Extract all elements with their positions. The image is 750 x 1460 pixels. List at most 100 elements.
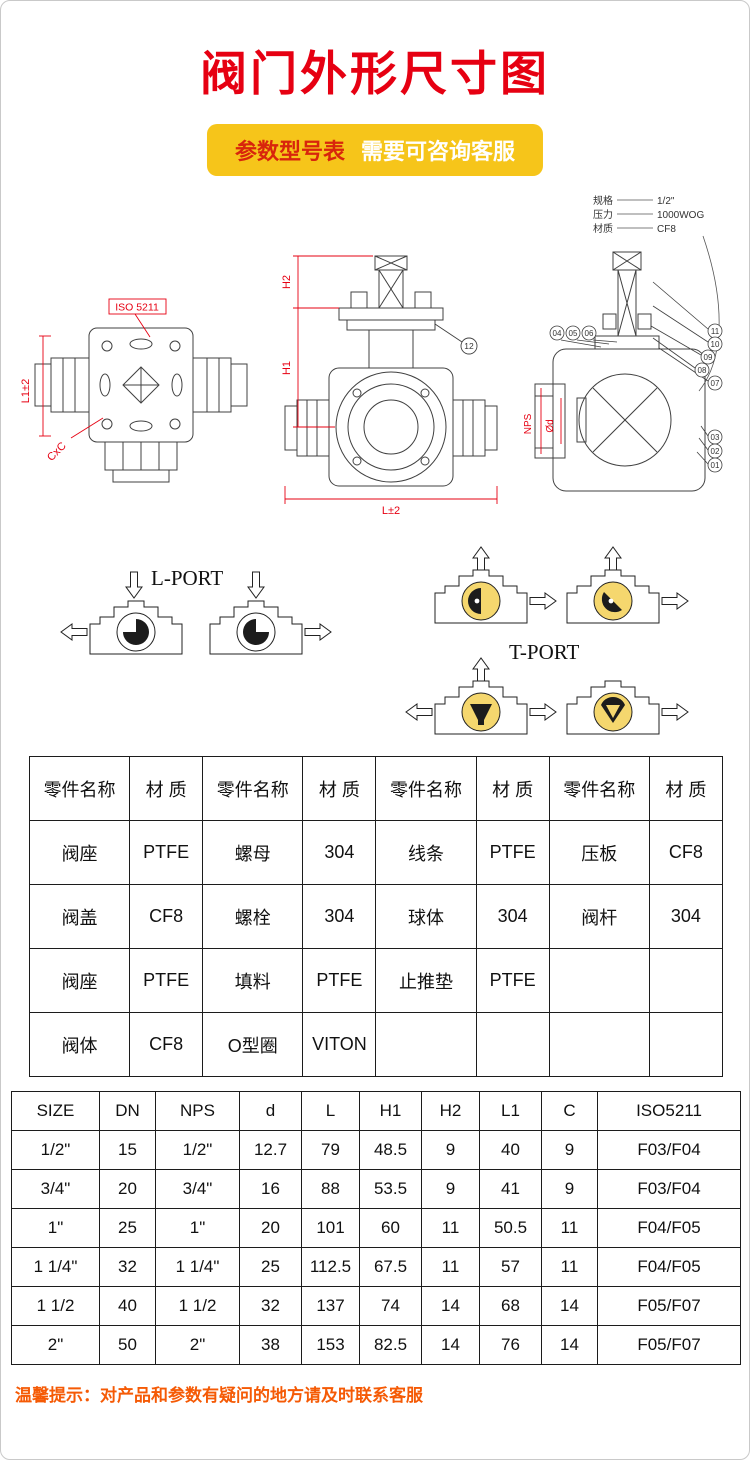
table-cell: 88 xyxy=(301,1169,360,1209)
balloon-11: 11 xyxy=(711,327,720,336)
t-port-label: T-PORT xyxy=(509,640,579,664)
table-cell xyxy=(375,1012,477,1077)
table-cell: 球体 xyxy=(375,884,477,949)
side-view-drawing xyxy=(284,255,498,487)
t-port-valve-2 xyxy=(566,569,660,624)
table-cell: 16 xyxy=(239,1169,302,1209)
table-cell: 3/4" xyxy=(155,1169,240,1209)
table-cell: 32 xyxy=(239,1286,302,1326)
table-cell: 1 1/4" xyxy=(155,1247,240,1287)
column-header: L xyxy=(301,1091,360,1131)
table-cell: 40 xyxy=(479,1130,542,1170)
column-header: d xyxy=(239,1091,302,1131)
footer-tip: 温馨提示：对产品和参数有疑问的地方请及时联系客服 xyxy=(15,1386,423,1405)
port-diagrams: L-PORT xyxy=(60,546,689,735)
table-cell: 101 xyxy=(301,1208,360,1248)
table-cell: 1/2" xyxy=(11,1130,100,1170)
table-cell: 螺母 xyxy=(202,820,304,885)
column-header: NPS xyxy=(155,1091,240,1131)
flow-arrow-down-icon xyxy=(247,571,265,599)
table-cell: 止推垫 xyxy=(375,948,477,1013)
spec-label-material: 材质 xyxy=(593,222,613,235)
table-cell: 53.5 xyxy=(359,1169,422,1209)
flow-arrow-right-icon xyxy=(661,703,689,721)
table-cell: 14 xyxy=(541,1286,598,1326)
table-cell: 57 xyxy=(479,1247,542,1287)
table-cell: 137 xyxy=(301,1286,360,1326)
table-cell: 1 1/2 xyxy=(155,1286,240,1326)
balloon-08: 08 xyxy=(698,366,707,375)
column-header: ISO5211 xyxy=(597,1091,741,1131)
table-cell: 112.5 xyxy=(301,1247,360,1287)
table-cell: PTFE xyxy=(302,948,377,1013)
table-cell: F05/F07 xyxy=(597,1286,741,1326)
header-row: 零件名称材 质零件名称材 质零件名称材 质零件名称材 质 xyxy=(28,756,724,821)
table-cell: 79 xyxy=(301,1130,360,1170)
dim-d-label: Ød xyxy=(545,419,556,432)
table-cell: 67.5 xyxy=(359,1247,422,1287)
table-cell: 41 xyxy=(479,1169,542,1209)
t-port-diagram: T-PORT xyxy=(405,546,689,735)
table-cell: 阀座 xyxy=(28,820,131,885)
column-header: 零件名称 xyxy=(548,756,650,821)
table-cell: 153 xyxy=(301,1325,360,1365)
section-view-drawing xyxy=(534,251,706,492)
table-cell: 25 xyxy=(99,1208,156,1248)
table-cell: 20 xyxy=(99,1169,156,1209)
table-cell: 阀座 xyxy=(28,948,131,1013)
table-cell: 304 xyxy=(648,884,724,949)
table-cell: 14 xyxy=(421,1286,480,1326)
flow-arrow-right-icon xyxy=(529,703,557,721)
iso5211-label: ISO 5211 xyxy=(115,302,159,314)
table-cell: 阀盖 xyxy=(28,884,131,949)
table-cell xyxy=(648,948,724,1013)
table-cell: 25 xyxy=(239,1247,302,1287)
valve-drawings: ISO 5211 L1±2 CxC xyxy=(20,194,723,517)
dim-nps-label: NPS xyxy=(523,413,534,434)
flow-arrow-up-icon xyxy=(604,546,622,574)
table-cell: 1 1/2 xyxy=(11,1286,100,1326)
balloon-01: 01 xyxy=(711,461,720,470)
page-title: 阀门外形尺寸图 xyxy=(200,47,550,100)
table-cell: 12.7 xyxy=(239,1130,302,1170)
side-view-dimensions: H2 H1 L±2 xyxy=(281,255,498,517)
table-cell: 76 xyxy=(479,1325,542,1365)
table-cell: 1" xyxy=(155,1208,240,1248)
column-header: H2 xyxy=(421,1091,480,1131)
table-cell: 304 xyxy=(302,884,377,949)
table-cell xyxy=(548,948,650,1013)
column-header: 材 质 xyxy=(302,756,377,821)
table-cell: 9 xyxy=(541,1169,598,1209)
spec-value-material: CF8 xyxy=(657,224,676,235)
table-cell: CF8 xyxy=(129,1012,204,1077)
balloon-02: 02 xyxy=(711,447,720,456)
table-cell xyxy=(648,1012,724,1077)
l-port-valve-2 xyxy=(209,600,303,655)
front-view-drawing xyxy=(34,327,248,483)
flow-arrow-right-icon xyxy=(661,592,689,610)
balloon-09: 09 xyxy=(704,353,713,362)
column-header: 零件名称 xyxy=(28,756,131,821)
table-cell: 60 xyxy=(359,1208,422,1248)
table-cell: CF8 xyxy=(129,884,204,949)
table-cell: 9 xyxy=(421,1130,480,1170)
column-header: 零件名称 xyxy=(375,756,477,821)
table-cell: 阀体 xyxy=(28,1012,131,1077)
table-cell: 线条 xyxy=(375,820,477,885)
balloon-03: 03 xyxy=(711,433,720,442)
table-cell: 9 xyxy=(421,1169,480,1209)
table-cell: 1 1/4" xyxy=(11,1247,100,1287)
table-cell: F03/F04 xyxy=(597,1169,741,1209)
table-cell: 9 xyxy=(541,1130,598,1170)
section-view-dimensions: NPS Ød xyxy=(523,388,562,454)
column-header: SIZE xyxy=(11,1091,100,1131)
flow-arrow-left-icon xyxy=(405,703,433,721)
